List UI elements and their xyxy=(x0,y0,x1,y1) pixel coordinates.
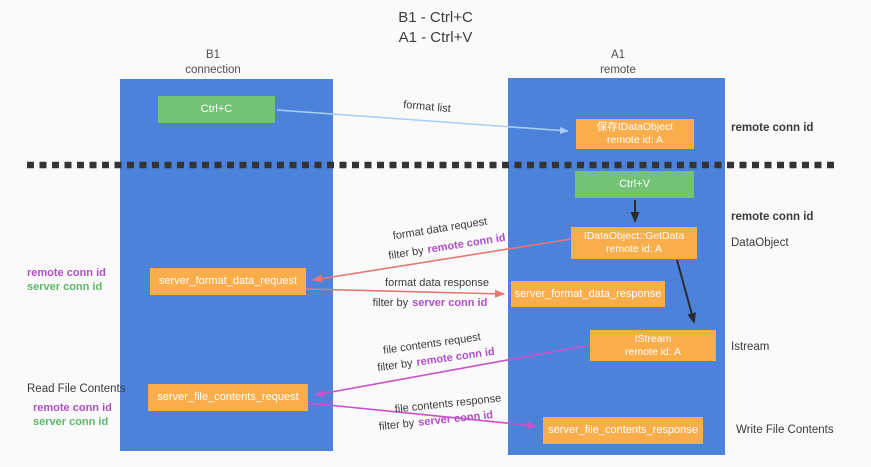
istream-line2: remote id: A xyxy=(624,345,682,358)
server-file-contents-request-box: server_file_contents_request xyxy=(148,384,308,411)
getdata-line2: remote id: A xyxy=(605,243,663,255)
getdata-box: IDataObject::GetData remote id: A xyxy=(571,227,697,259)
ctrl-v-label: Ctrl+V xyxy=(619,178,650,190)
format-response-arrow xyxy=(305,288,505,298)
server-format-data-request-box: server_format_data_request xyxy=(150,268,306,295)
filter-by-text: filter by xyxy=(387,244,425,263)
save-idataobject-box: 保存IDataObject remote id: A xyxy=(576,119,694,149)
title-line-1: B1 - Ctrl+C xyxy=(398,9,473,26)
lifeline-header-a1: A1 remote xyxy=(548,48,688,78)
remote-conn-id-text: remote conn id xyxy=(731,122,814,134)
format-data-response-label: format data response xyxy=(385,277,489,289)
istream-note: Istream xyxy=(731,341,769,353)
write-file-contents-note: Write File Contents xyxy=(736,424,834,436)
write-file-contents-text: Write File Contents xyxy=(736,424,834,436)
filter-by-text: filter by xyxy=(372,297,409,309)
remote-conn-id-note-right: remote conn id xyxy=(731,211,813,223)
filter-server-conn-id-label-1: filter by server conn id xyxy=(373,297,488,309)
server-format-data-response-label: server_format_data_response xyxy=(514,287,662,300)
read-file-contents-note: Read File Contents xyxy=(27,383,125,395)
istream-line1: IStream xyxy=(634,332,672,345)
server-file-contents-request-label: server_file_contents_request xyxy=(157,391,299,403)
title-line-2: A1 - Ctrl+V xyxy=(398,29,473,46)
server-format-data-response-box: server_format_data_response xyxy=(511,281,665,307)
remote-conn-id-note-top-right: remote conn id xyxy=(731,122,813,134)
page-title: B1 - Ctrl+C A1 - Ctrl+V xyxy=(0,8,871,48)
server-conn-id-text: server conn id xyxy=(27,281,103,293)
ctrl-c-label: Ctrl+C xyxy=(200,103,233,115)
lifeline-a1-role: remote xyxy=(600,64,636,76)
lifeline-b1-role: connection xyxy=(185,64,241,76)
conn-id-notes-left-2: remote conn id server conn id xyxy=(33,401,112,429)
istream-text: Istream xyxy=(731,341,770,353)
server-file-contents-response-label: server_file_contents_response xyxy=(548,424,698,436)
format-list-text: format list xyxy=(402,98,452,116)
server-conn-id-text: server conn id xyxy=(412,297,488,309)
read-file-contents-text: Read File Contents xyxy=(27,383,126,395)
conn-id-notes-left-1: remote conn id server conn id xyxy=(27,266,106,294)
save-idataobject-line1: 保存IDataObject xyxy=(596,121,674,133)
server-file-contents-response-box: server_file_contents_response xyxy=(543,417,703,444)
server-conn-id-text: server conn id xyxy=(33,416,109,428)
ctrl-c-box: Ctrl+C xyxy=(158,96,275,123)
remote-conn-id-text: remote conn id xyxy=(426,231,507,257)
lifeline-a1-name: A1 xyxy=(610,49,626,61)
remote-conn-id-text: remote conn id xyxy=(27,267,106,279)
remote-conn-id-text: remote conn id xyxy=(33,402,112,414)
filter-by-text: filter by xyxy=(378,417,415,433)
lifeline-b1-name: B1 xyxy=(205,49,221,61)
format-data-response-text: format data response xyxy=(385,277,489,289)
dataobject-note: DataObject xyxy=(731,237,789,249)
format-list-label: format list xyxy=(403,99,452,115)
save-idataobject-line2: remote id: A xyxy=(606,134,664,146)
filter-by-text: filter by xyxy=(376,357,414,375)
istream-box: IStream remote id: A xyxy=(590,330,716,361)
lifeline-header-b1: B1 connection xyxy=(143,48,283,78)
ctrl-v-box: Ctrl+V xyxy=(575,171,694,198)
dataobject-text: DataObject xyxy=(731,237,789,249)
remote-conn-id-text: remote conn id xyxy=(731,211,814,223)
server-format-data-request-label: server_format_data_request xyxy=(158,275,298,287)
getdata-line1: IDataObject::GetData xyxy=(583,230,685,242)
